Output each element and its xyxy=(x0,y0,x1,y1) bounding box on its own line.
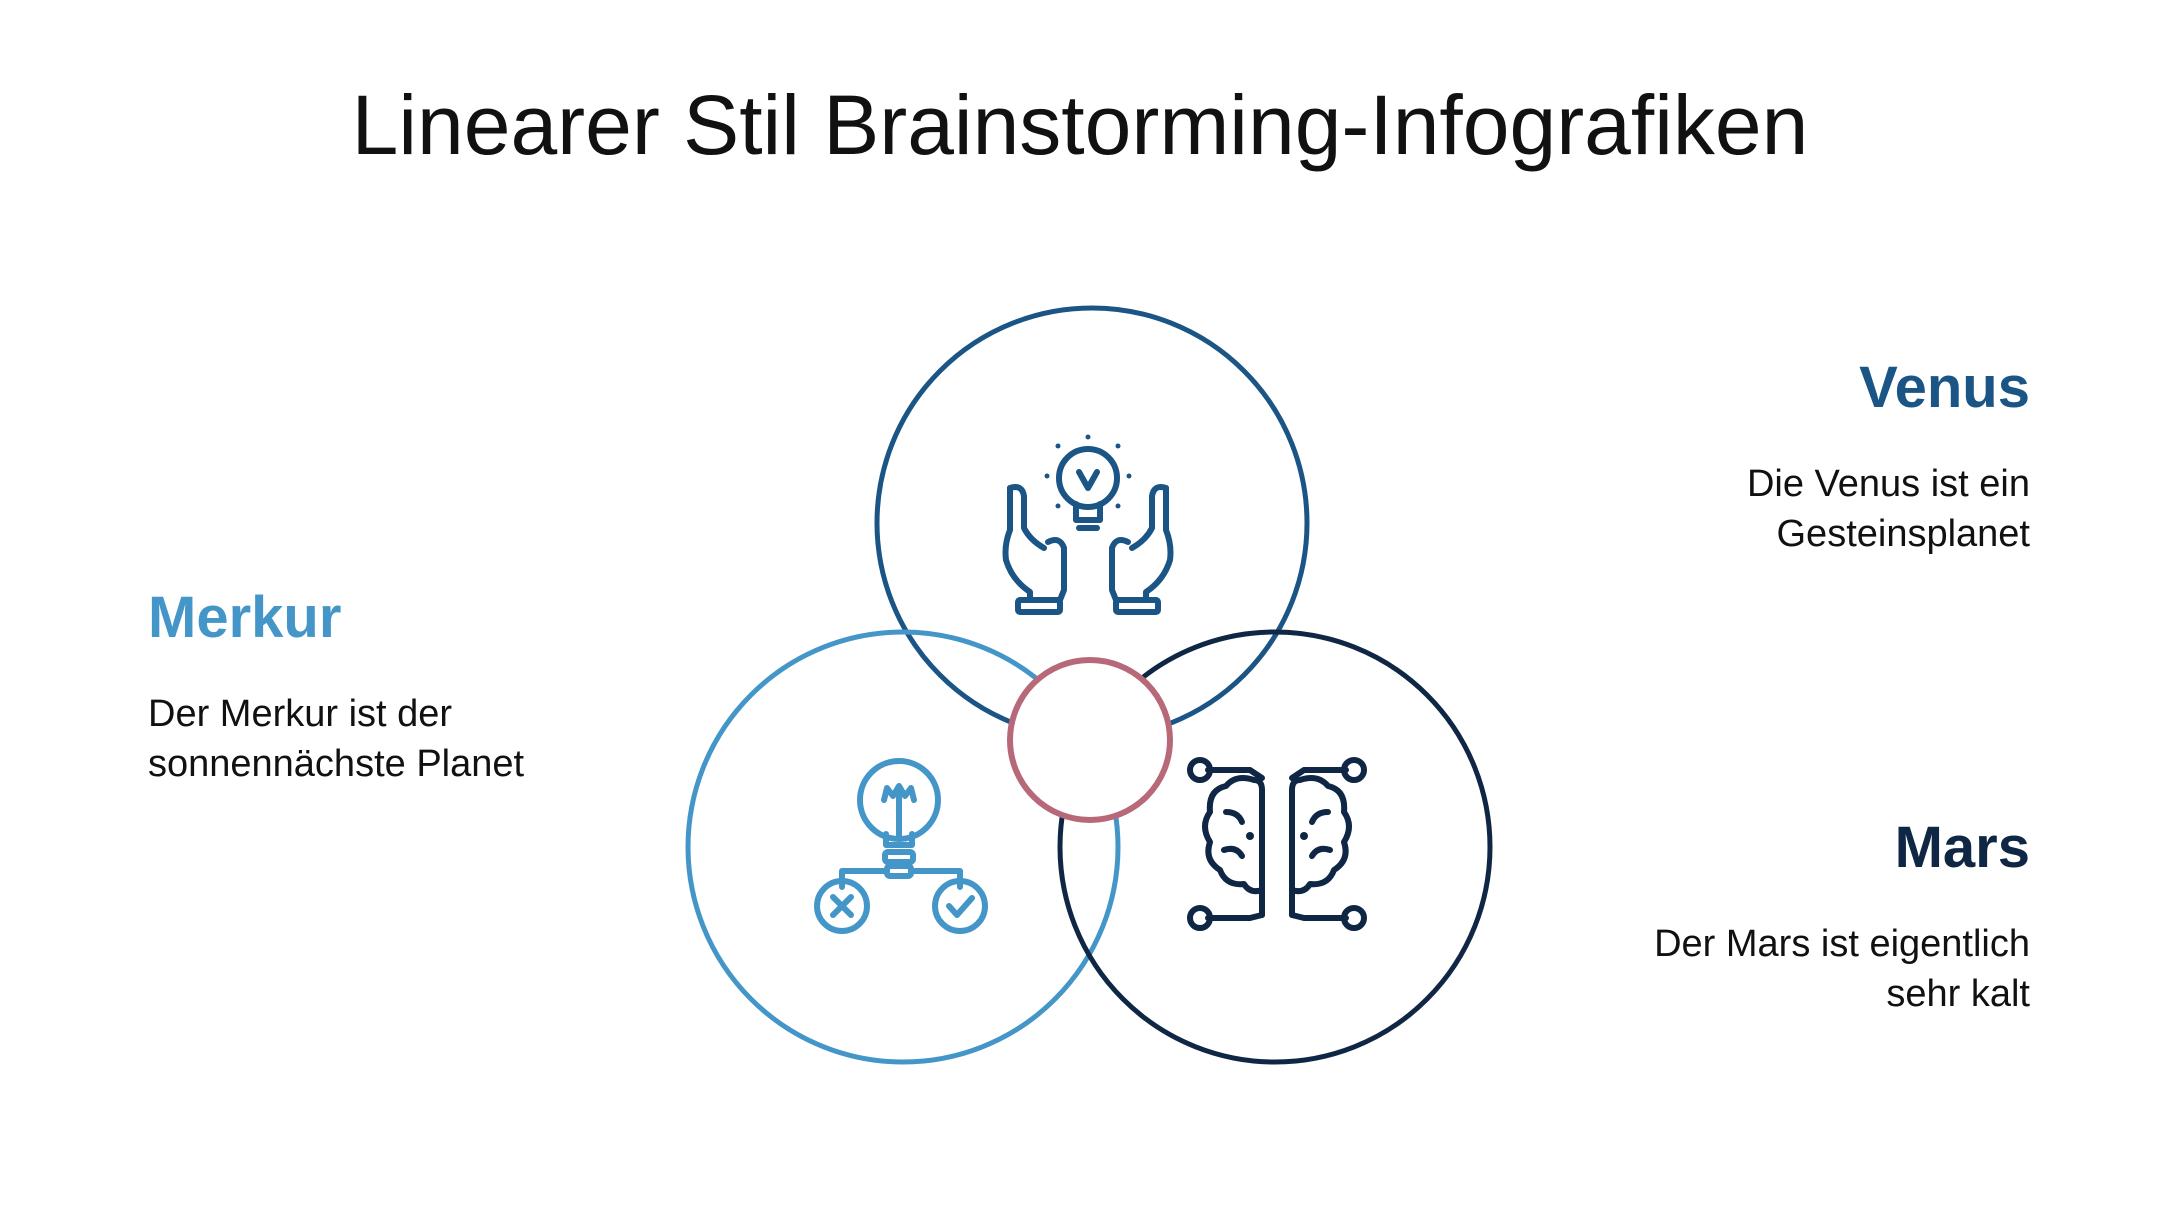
center-circle xyxy=(1007,657,1173,823)
page-title: Linearer Stil Brainstorming-Infografiken xyxy=(351,78,1809,172)
venus-block: Venus Die Venus ist ein Gesteinsplanet xyxy=(1390,353,2030,560)
merkur-description: Der Merkur ist der sonnennächste Planet xyxy=(148,692,525,786)
mars-heading: Mars xyxy=(1894,815,2030,880)
lightbulb-decision-icon xyxy=(814,758,988,934)
merkur-heading: Merkur xyxy=(148,585,342,650)
hands-holding-lightbulb-icon xyxy=(1002,434,1174,615)
mars-block: Mars Der Mars ist eigentlich sehr kalt xyxy=(1390,813,2030,1020)
venus-heading: Venus xyxy=(1859,355,2030,420)
mars-circle xyxy=(1057,629,1493,1065)
merkur-block: Merkur Der Merkur ist der sonnennächste … xyxy=(148,583,788,790)
merkur-circle xyxy=(685,629,1121,1065)
mars-description: Der Mars ist eigentlich sehr kalt xyxy=(1654,922,2030,1016)
circuit-brain-icon xyxy=(1187,757,1367,931)
venus-description: Die Venus ist ein Gesteinsplanet xyxy=(1746,462,2030,556)
